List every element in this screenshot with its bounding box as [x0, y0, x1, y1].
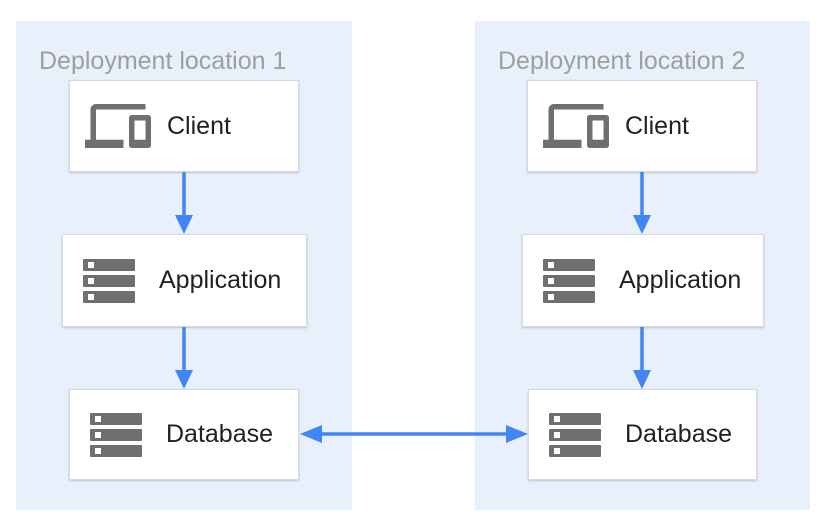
- database-node: Database: [69, 389, 299, 480]
- arrow-application-to-database-2: [633, 327, 651, 389]
- arrow-database-sync-bidirectional: [300, 425, 528, 443]
- arrow-client-to-application-2: [633, 172, 651, 234]
- node-label: Database: [625, 420, 733, 448]
- client-node: Client: [527, 80, 757, 172]
- node-label: Application: [159, 266, 282, 294]
- client-node: Client: [69, 80, 299, 172]
- devices-icon: [543, 93, 609, 159]
- server-stack-icon: [549, 412, 601, 457]
- node-label: Client: [625, 111, 689, 140]
- deployment-zone-1: Deployment location 1 Client Application: [16, 21, 352, 510]
- devices-icon: [85, 93, 151, 159]
- application-node: Application: [522, 234, 764, 327]
- deployment-zone-2: Deployment location 2 Client Application: [475, 21, 810, 510]
- application-node: Application: [62, 234, 307, 327]
- node-label: Client: [167, 111, 231, 140]
- database-node: Database: [528, 389, 757, 480]
- node-label: Database: [166, 420, 274, 448]
- node-label: Application: [619, 266, 742, 294]
- arrow-application-to-database-1: [175, 327, 193, 389]
- arrow-client-to-application-1: [175, 172, 193, 234]
- zone-title: Deployment location 2: [498, 47, 746, 75]
- server-stack-icon: [90, 412, 142, 457]
- server-stack-icon: [543, 258, 595, 303]
- server-stack-icon: [83, 258, 135, 303]
- zone-title: Deployment location 1: [39, 47, 287, 75]
